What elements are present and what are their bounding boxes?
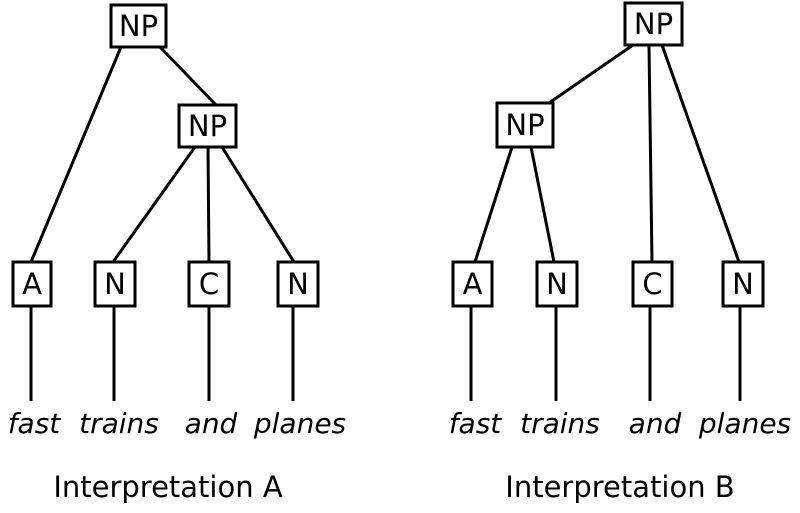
tree-b-inner-node-box [495, 101, 555, 149]
tree-a-leaf-a-box [11, 260, 53, 308]
tree-a-leaf-n1-label: N [104, 267, 126, 301]
tree-a-word-planes: planes [253, 407, 346, 440]
tree-b-edge-root-to-c [647, 44, 654, 263]
tree-b-leaf-c-label: C [642, 267, 662, 301]
tree-a-leaf-n1-box [93, 260, 137, 308]
tree-a-leaf-c-label: C [199, 267, 219, 301]
tree-a-leaf-n2-box [276, 260, 320, 308]
tree-b-edge-root-to-n2 [660, 44, 741, 263]
tree-b-leaf-a-label: A [463, 267, 483, 301]
tree-b-leaf-n1-label: N [546, 267, 568, 301]
tree-a-leaf-a-label: A [22, 267, 42, 301]
tree-b-leaf-n2-box [721, 260, 765, 308]
tree-a-caption: Interpretation A [53, 470, 283, 504]
tree-b-root-node-label: NP [634, 7, 673, 41]
tree-b-root-node-box [623, 1, 684, 47]
tree-b-leaf-n2-label: N [732, 267, 754, 301]
tree-interpretation-b: NP NP A N C N fast trains and planes Int… [449, 1, 791, 504]
tree-b-edge-inner-to-a [473, 146, 514, 263]
tree-b-edge-inner-to-n1 [529, 146, 556, 263]
tree-b-word-trains: trains [520, 407, 600, 440]
tree-a-inner-node-label: NP [188, 109, 227, 143]
tree-a-word-trains: trains [79, 407, 159, 440]
tree-a-inner-node-box [177, 103, 238, 149]
tree-a-edge-inner-to-c [206, 146, 211, 263]
tree-a-edge-root-to-a [29, 46, 123, 263]
tree-a-edge-inner-to-n1 [111, 146, 197, 263]
tree-a-edge-root-to-inner-np [158, 45, 219, 108]
tree-a-word-fast: fast [8, 407, 62, 440]
tree-b-edge-root-to-inner-np [548, 43, 634, 105]
tree-b-leaf-a-box [451, 260, 494, 308]
tree-a-root-node-label: NP [119, 9, 158, 43]
tree-a-leaf-c-box [187, 260, 231, 308]
tree-b-word-fast: fast [449, 407, 503, 440]
tree-b-inner-node-label: NP [505, 108, 544, 142]
tree-interpretation-a: NP NP A N C N fast trains and planes Int… [8, 3, 346, 504]
tree-b-word-and: and [629, 407, 682, 440]
tree-b-leaf-n1-box [535, 260, 579, 308]
tree-b-word-planes: planes [698, 407, 791, 440]
tree-a-leaf-n2-label: N [287, 267, 309, 301]
tree-b-caption: Interpretation B [505, 470, 734, 504]
tree-b-leaf-c-box [631, 260, 674, 308]
tree-a-root-node-box [109, 3, 168, 49]
tree-a-edge-inner-to-n2 [220, 146, 296, 263]
tree-a-word-and: and [185, 407, 238, 440]
